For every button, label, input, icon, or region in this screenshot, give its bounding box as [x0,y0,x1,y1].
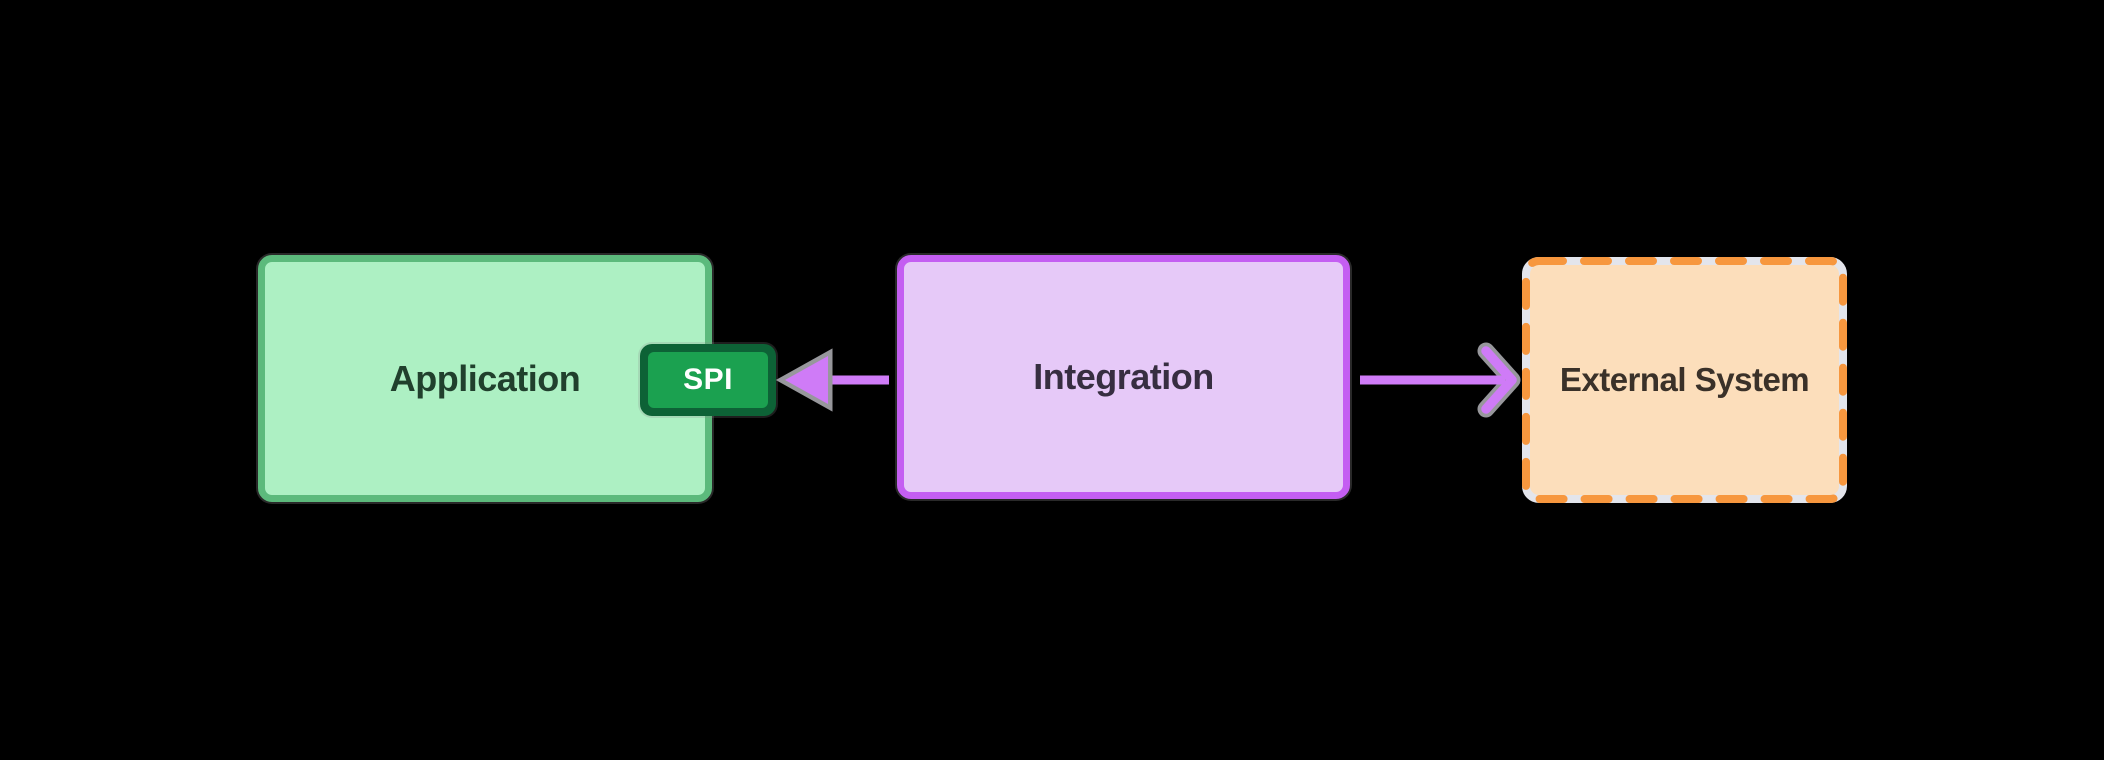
arrow-integration-to-spi-icon [775,348,889,412]
external-system-dashed-border [1522,257,1847,503]
node-external-system-label: External System [1559,361,1810,398]
node-integration: Integration [897,255,1350,499]
node-application-label: Application [389,357,581,399]
arrow-integration-to-external-icon [1360,342,1521,418]
node-external-system: External System [1522,257,1847,503]
spi-port-label: SPI [648,352,768,408]
node-application: Application [258,255,712,502]
spi-port-badge: SPI [640,344,776,416]
node-integration-label: Integration [1033,356,1214,397]
